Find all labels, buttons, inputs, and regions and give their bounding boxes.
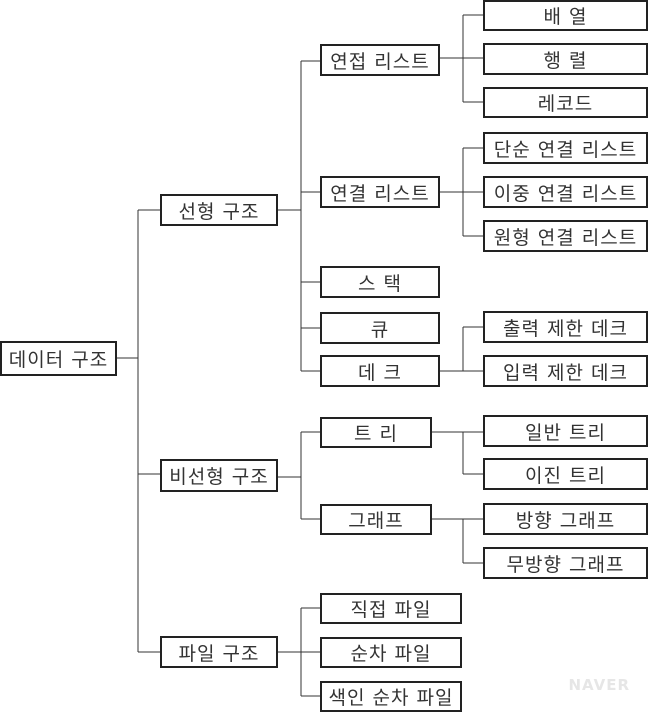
node-indexed-sequential-file: 색인 순차 파일 xyxy=(320,681,462,712)
node-sequential-file: 순차 파일 xyxy=(320,637,462,668)
naver-watermark: NAVER xyxy=(568,676,630,694)
node-input-restricted-deque: 입력 제한 데크 xyxy=(483,355,648,387)
node-general-tree: 일반 트리 xyxy=(483,415,648,447)
node-undirected-graph: 무방향 그래프 xyxy=(483,547,648,579)
node-deque: 데 크 xyxy=(320,355,440,387)
node-graph: 그래프 xyxy=(320,504,432,535)
node-tree: 트 리 xyxy=(320,417,432,448)
node-linked-list: 연결 리스트 xyxy=(320,176,440,208)
node-data-structure: 데이터 구조 xyxy=(0,341,117,376)
node-linear-structure: 선형 구조 xyxy=(160,194,278,226)
node-circular-linked-list: 원형 연결 리스트 xyxy=(483,220,648,252)
node-doubly-linked-list: 이중 연결 리스트 xyxy=(483,176,648,208)
node-matrix: 행 렬 xyxy=(483,43,648,75)
node-binary-tree: 이진 트리 xyxy=(483,458,648,490)
node-singly-linked-list: 단순 연결 리스트 xyxy=(483,132,648,164)
node-stack: 스 택 xyxy=(320,266,440,298)
node-record: 레코드 xyxy=(483,87,648,118)
node-file-structure: 파일 구조 xyxy=(160,636,278,668)
node-queue: 큐 xyxy=(320,312,440,344)
node-output-restricted-deque: 출력 제한 데크 xyxy=(483,311,648,343)
node-array: 배 열 xyxy=(483,0,648,31)
node-nonlinear-structure: 비선형 구조 xyxy=(160,459,278,492)
node-directed-graph: 방향 그래프 xyxy=(483,503,648,535)
node-contiguous-list: 연접 리스트 xyxy=(320,44,440,76)
node-direct-file: 직접 파일 xyxy=(320,593,462,624)
